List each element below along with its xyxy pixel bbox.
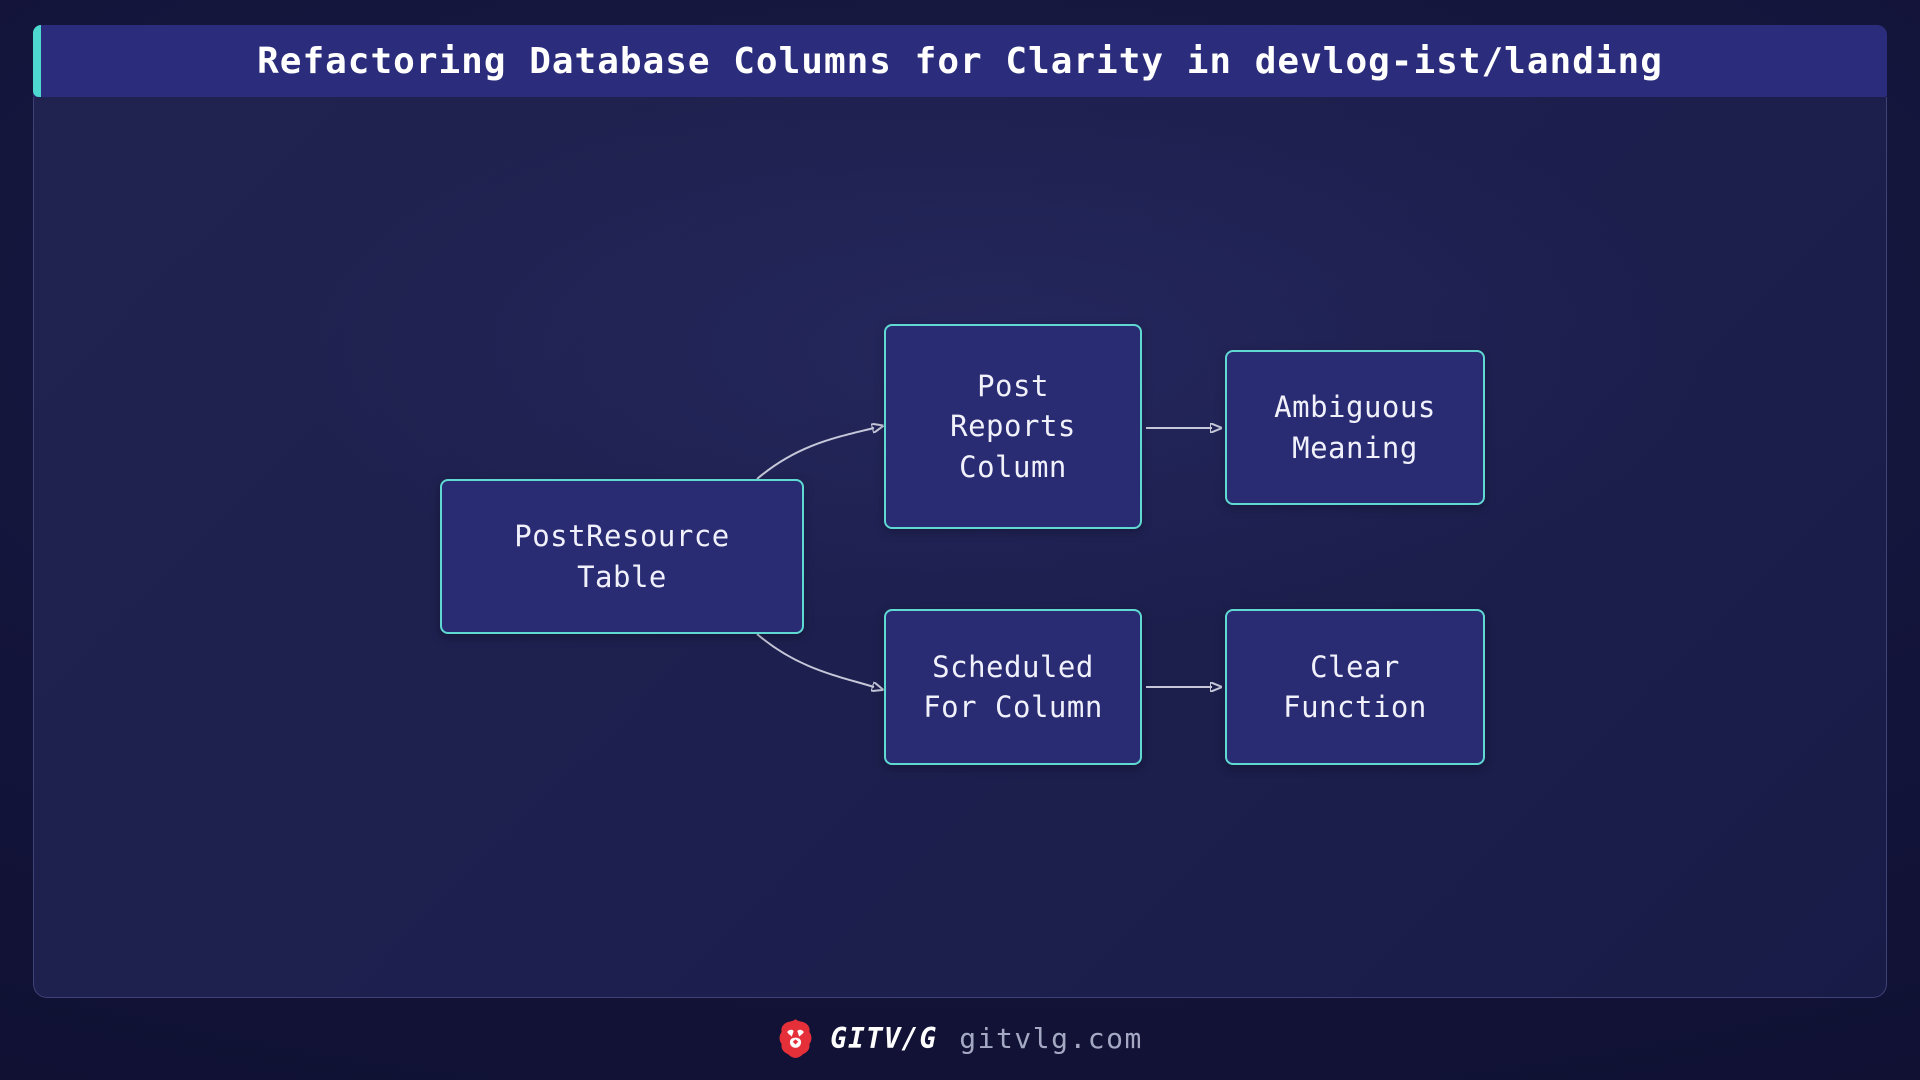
lion-icon <box>779 1018 812 1058</box>
header-bar: Refactoring Database Columns for Clarity… <box>33 25 1887 97</box>
page-title: Refactoring Database Columns for Clarity… <box>257 40 1663 82</box>
infographic-card: Refactoring Database Columns for Clarity… <box>33 25 1887 998</box>
brand-name: GITV/G <box>830 1021 938 1055</box>
footer: GITV/G gitvlg.com <box>0 1000 1920 1076</box>
site-url: gitvlg.com <box>959 1021 1143 1055</box>
header-accent-bar <box>33 25 41 97</box>
diagram-panel <box>33 97 1887 998</box>
